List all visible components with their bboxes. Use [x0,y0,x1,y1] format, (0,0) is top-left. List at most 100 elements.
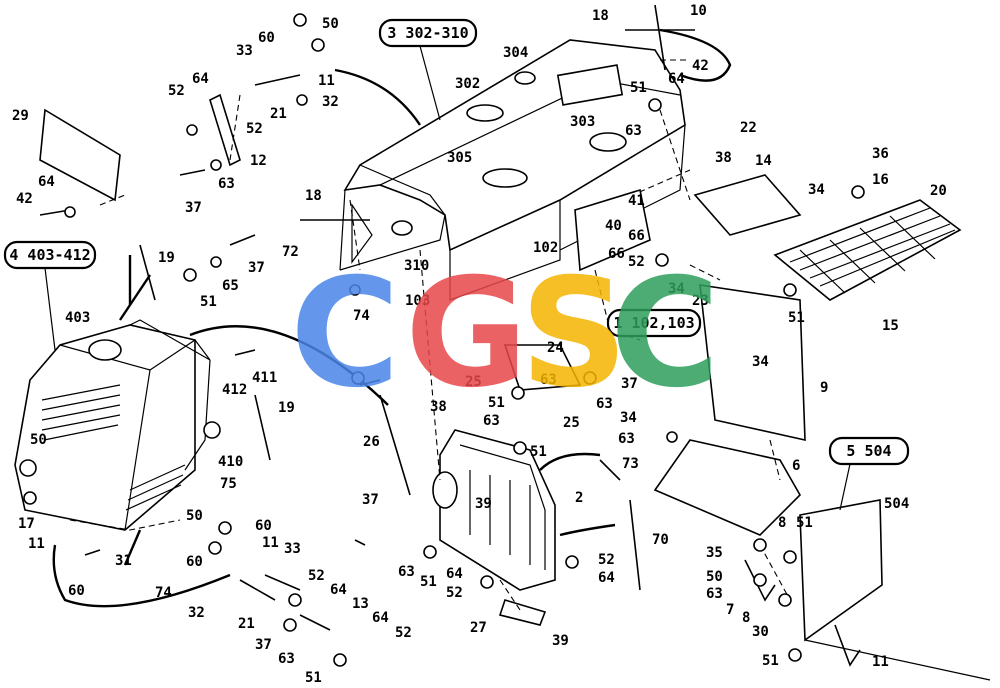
part-label: 37 [621,376,638,392]
part-label: 42 [16,191,33,207]
part-label: 38 [715,150,732,166]
part-label: 410 [218,454,243,470]
part-label: 36 [872,146,889,162]
group-box-side-panel [3,240,97,270]
floor-plate-6 [653,439,801,536]
part-label: 65 [222,278,239,294]
part-label: 63 [218,176,235,192]
part-label: 6 [792,458,800,474]
part-label: 103 [405,293,430,309]
part-label: 64 [446,566,463,582]
hood-assembly [339,39,691,301]
part-label: 21 [270,106,287,122]
part-label: 9 [820,380,828,396]
decal-304 [514,71,536,85]
part-label: 74 [353,308,370,324]
part-label: 38 [430,399,447,415]
grille-20-mesh [789,207,956,294]
part-label: 64 [192,71,209,87]
part-label: 51 [530,444,547,460]
part-label: 35 [706,545,723,561]
part-label: 64 [330,582,347,598]
part-label: 37 [255,637,272,653]
part-label: 51 [305,670,322,686]
part-label: 64 [668,71,685,87]
group-box-rear-housing [828,436,910,466]
part-label: 27 [470,620,487,636]
part-label: 51 [200,294,217,310]
part-label: 66 [628,228,645,244]
decal-302 [466,104,504,122]
group-callouts: 3 302-310 4 403-412 1 102,103 5 504 [3,18,910,511]
part-label: 504 [884,496,909,512]
watermark-letter-3: S [520,247,628,421]
radiator-frame-assembly [432,174,991,681]
part-label: 24 [547,340,564,356]
part-label: 63 [618,431,635,447]
part-label: 52 [446,585,463,601]
side-panel-assembly [14,319,221,531]
part-label: 21 [238,616,255,632]
part-label: 37 [362,492,379,508]
part-label: 40 [605,218,622,234]
part-label: 52 [246,121,263,137]
part-label: 13 [352,596,369,612]
part-label: 33 [284,541,301,557]
part-label: 2 [575,490,583,506]
part-label: 18 [592,8,609,24]
part-label: 25 [563,415,580,431]
part-label: 74 [155,585,172,601]
part-label: 303 [570,114,595,130]
part-label: 20 [930,183,947,199]
group-box-hood [378,18,478,48]
part-label: 63 [625,123,642,139]
part-label: 60 [186,554,203,570]
part-label: 11 [872,654,889,670]
part-label: 8 [778,515,786,531]
part-label: 22 [740,120,757,136]
part-label: 412 [222,382,247,398]
part-label: 19 [158,250,175,266]
part-label: 50 [706,569,723,585]
part-label: 37 [248,260,265,276]
part-label: 51 [630,80,647,96]
part-label: 25 [465,374,482,390]
part-label: 8 [742,610,750,626]
part-label: 37 [185,200,202,216]
part-label: 50 [322,16,339,32]
part-label: 403 [65,310,90,326]
watermark-letter-4: C [610,247,720,421]
part-label: 52 [308,568,325,584]
part-label: 11 [318,73,335,89]
part-label: 63 [278,651,295,667]
part-label: 34 [752,354,769,370]
hardware-parts [23,4,865,667]
part-label: 19 [278,400,295,416]
part-label: 64 [598,570,615,586]
part-label: 16 [872,172,889,188]
part-label: 63 [706,586,723,602]
grille-20 [773,199,962,301]
part-label: 304 [503,45,528,61]
part-label: 51 [488,395,505,411]
part-label: 411 [252,370,277,386]
part-label: 60 [68,583,85,599]
part-label: 23 [692,293,709,309]
group-label-rear-housing: 5 504 [846,442,891,460]
group-label-hood: 3 302-310 [387,24,468,42]
decal-305 [482,168,528,188]
part-label: 72 [282,244,299,260]
watermark-letter-1: C [290,247,400,421]
group-label-side-panel: 4 403-412 [9,246,90,264]
part-label: 102 [533,240,558,256]
part-label: 50 [30,432,47,448]
part-label: 34 [620,410,637,426]
part-label: 15 [882,318,899,334]
group-box-radiator [606,308,702,338]
part-label: 39 [552,633,569,649]
part-label: 310 [404,258,429,274]
part-label: 42 [692,58,709,74]
part-label: 52 [395,625,412,641]
part-label: 60 [255,518,272,534]
part-label: 41 [628,193,645,209]
